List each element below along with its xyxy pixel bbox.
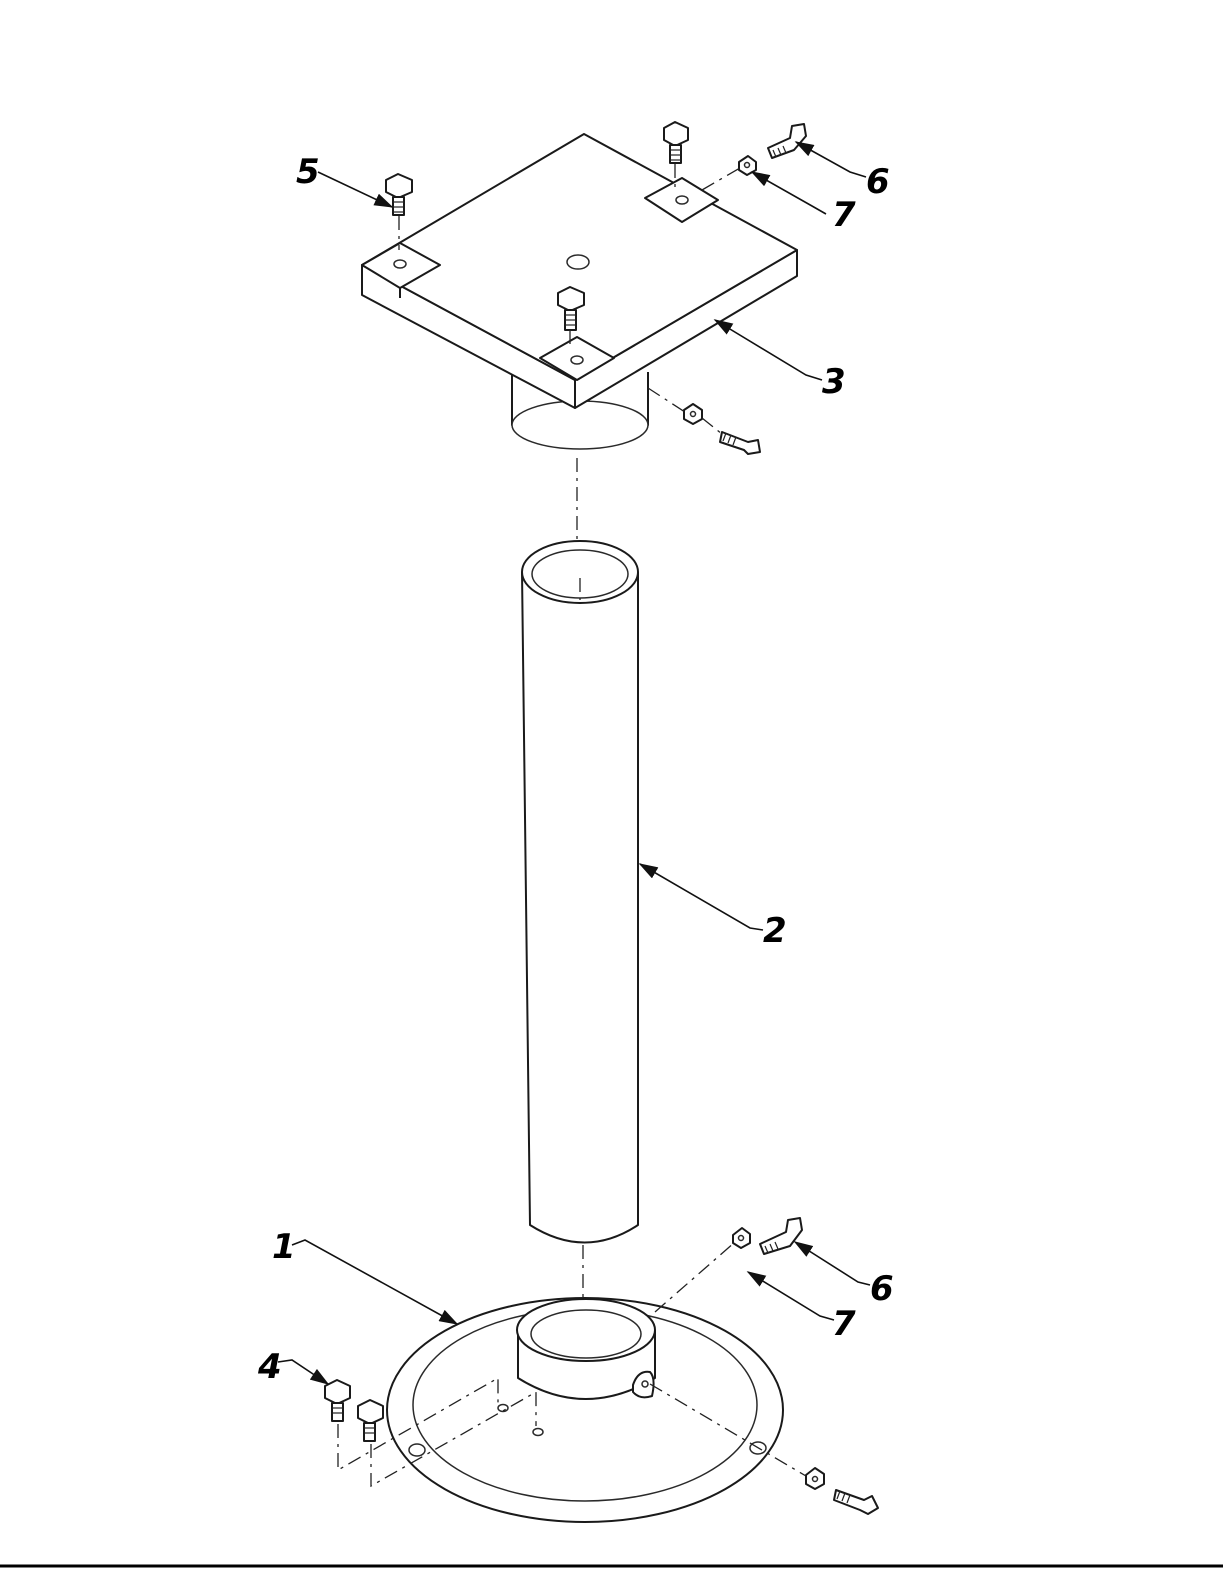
square-nut-bottom: [733, 1228, 750, 1248]
set-screw-hub: [720, 432, 760, 454]
base-bolt-1: [325, 1380, 350, 1421]
leader-3: [715, 320, 822, 380]
base-bolt-2: [358, 1400, 383, 1441]
plate-bolt-right: [664, 122, 688, 163]
column-tube: [522, 541, 638, 1243]
set-screw-lower: [834, 1490, 878, 1514]
callout-7-bottom: 7: [832, 1304, 856, 1344]
leader-1: [292, 1240, 457, 1324]
square-nut-lower: [806, 1468, 824, 1489]
leader-7a: [752, 172, 826, 214]
leader-4: [278, 1360, 328, 1384]
leader-6a: [796, 142, 866, 177]
callout-3: 3: [822, 362, 846, 402]
callout-4: 4: [257, 1347, 282, 1387]
leader-7b: [748, 1272, 834, 1320]
callout-1: 1: [272, 1227, 296, 1267]
callout-2: 2: [763, 911, 787, 951]
set-screw-top: [768, 124, 806, 158]
callout-7-top: 7: [832, 195, 856, 235]
plate-bolt-left: [386, 174, 412, 215]
leader-5: [318, 172, 392, 207]
callout-6-bottom: 6: [870, 1269, 894, 1309]
set-screw-bottom: [760, 1218, 802, 1254]
square-nut-hub: [684, 404, 702, 424]
leader-2: [640, 864, 763, 930]
callout-5: 5: [296, 152, 320, 192]
leader-6b: [795, 1242, 870, 1285]
callout-6-top: 6: [866, 162, 890, 202]
base: [387, 1298, 783, 1522]
